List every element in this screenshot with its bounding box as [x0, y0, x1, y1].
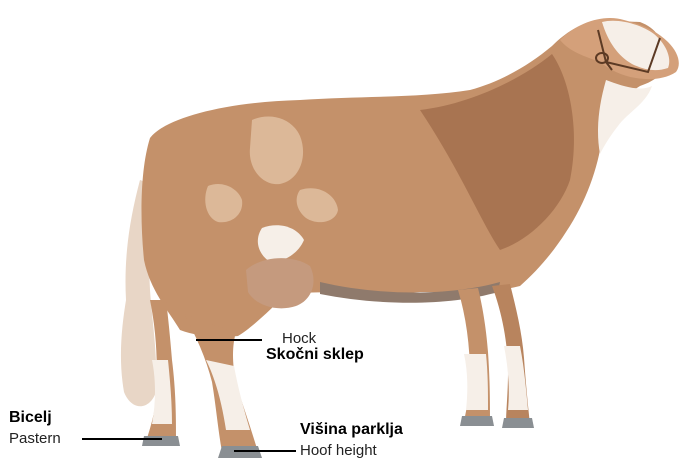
cow-hind-leg-white: [206, 360, 250, 430]
cow-throat: [598, 80, 652, 154]
hoof-height-label-slovenian: Višina parklja: [300, 422, 403, 438]
hoof-height-label-english: Hoof height: [300, 443, 377, 458]
cow-figure: [121, 18, 679, 458]
pastern-label-english: Pastern: [9, 431, 61, 446]
cow-front-leg-white: [464, 354, 488, 410]
cow-body: [142, 20, 667, 337]
hock-label-english: Hock: [282, 331, 316, 346]
pastern-label-slovenian: Bicelj: [9, 410, 52, 426]
cow-hoof: [460, 416, 494, 426]
hock-label-slovenian: Skočni sklep: [266, 347, 364, 363]
cow-hoof: [142, 436, 180, 446]
cow-hoof: [502, 418, 534, 428]
